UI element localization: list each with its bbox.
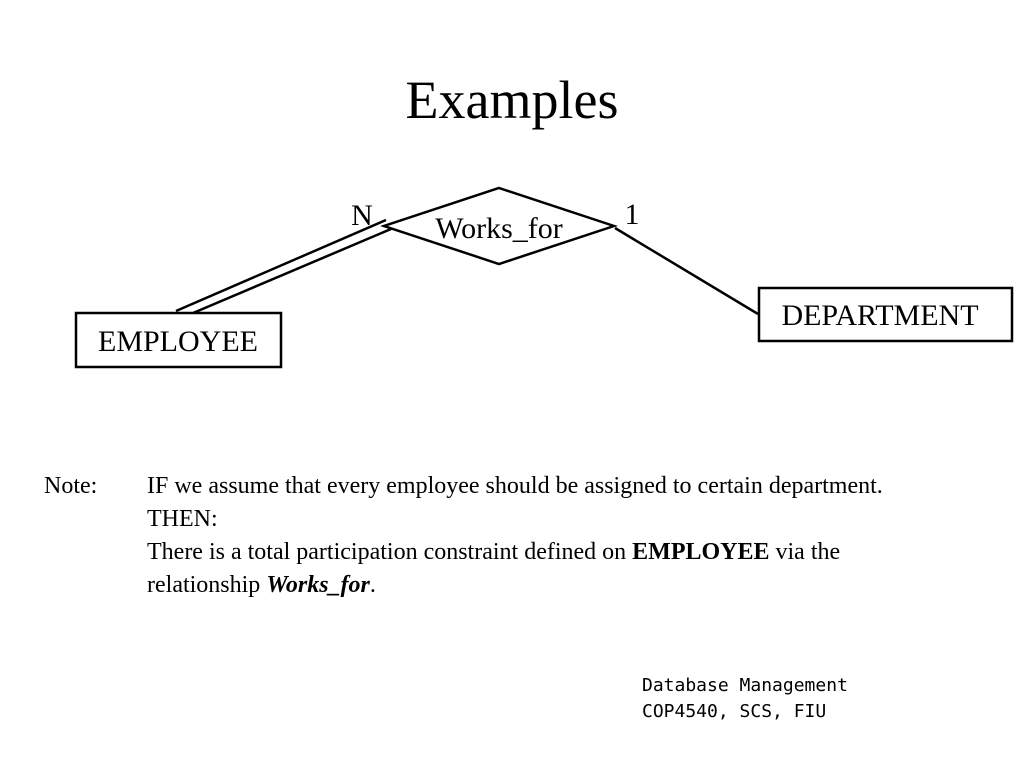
employee-participation-line-2 bbox=[185, 227, 392, 318]
note-line-1: IF we assume that every employee should … bbox=[147, 473, 883, 499]
note-line-3: There is a total participation constrain… bbox=[147, 536, 1017, 569]
note-line-4: relationship Works_for. bbox=[147, 569, 1017, 602]
relationship-label: Works_for bbox=[435, 212, 563, 245]
note-works-for-bold-italic: Works_for bbox=[266, 572, 370, 598]
footer-course-code: COP4540, SCS, FIU bbox=[642, 701, 827, 722]
department-entity-box bbox=[757, 286, 1014, 343]
note-line-3-suffix: via the bbox=[769, 539, 841, 565]
note-body: IF we assume that every employee should … bbox=[147, 470, 1017, 602]
note-line-2: THEN: bbox=[147, 506, 218, 532]
note-line-3-prefix: There is a total participation constrain… bbox=[147, 539, 633, 565]
employee-entity-box bbox=[74, 311, 283, 369]
slide-title: Examples bbox=[405, 70, 619, 130]
note-employee-bold: EMPLOYEE bbox=[632, 539, 770, 565]
relationship-diamond bbox=[380, 186, 618, 266]
cardinality-left: N bbox=[351, 199, 373, 232]
note-label: Note: bbox=[44, 473, 98, 499]
slide-footer: Database Management COP4540, SCS, FIU bbox=[642, 673, 848, 725]
cardinality-right: 1 bbox=[625, 198, 640, 231]
footer-course-title: Database Management bbox=[642, 675, 848, 696]
er-diagram: Works_for N 1 EMPLOYEE DEPARTMENT bbox=[74, 186, 1014, 369]
department-participation-line bbox=[614, 226, 759, 316]
employee-participation-line-1 bbox=[175, 218, 387, 313]
employee-entity-label: EMPLOYEE bbox=[98, 325, 258, 358]
note-line-4-suffix: . bbox=[369, 572, 376, 598]
note-line-4-prefix: relationship bbox=[147, 572, 267, 598]
department-entity-label: DEPARTMENT bbox=[781, 299, 978, 332]
